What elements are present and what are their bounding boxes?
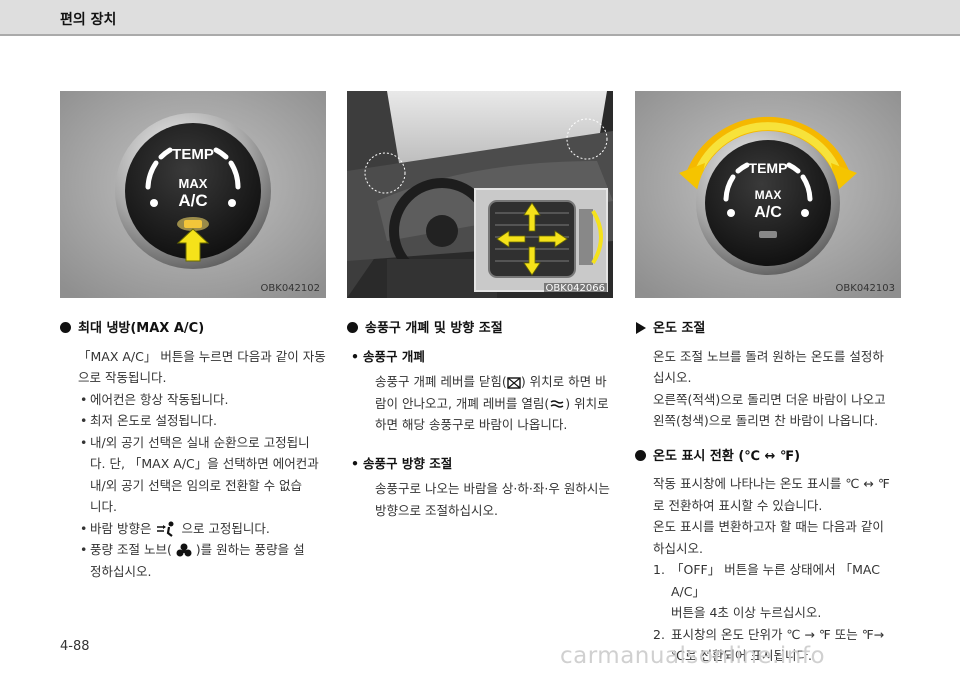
vent-closed-icon: [507, 376, 521, 389]
bullet-dot-icon: [635, 449, 646, 461]
section-heading-temp-unit: 온도 표시 전환 (℃ ↔ ℉): [635, 446, 910, 468]
bullet-dot-icon: [60, 322, 71, 333]
page-header: 편의 장치: [0, 0, 960, 36]
column-vents: 송풍구 개폐 및 방향 조절 송풍구 개폐 송풍구 개폐 레버를 닫힘() 위치…: [347, 318, 615, 521]
bullet-item: 에어컨은 항상 작동됩니다.: [60, 389, 328, 411]
direction-arrows-icon: [496, 202, 568, 276]
knob-max-label: MAX: [179, 176, 208, 191]
figure-temp-knob: TEMP MAX A/C OBK042103: [635, 91, 901, 298]
face-vent-mode-icon: [157, 521, 174, 537]
rotate-arrow-icon: [693, 122, 843, 177]
max-ac-knob-illustration: TEMP MAX A/C: [60, 91, 326, 298]
fan-icon: [176, 543, 192, 556]
column-temperature: 온도 조절 온도 조절 노브를 돌려 원하는 온도를 설정하 십시오. 오른쪽(…: [635, 318, 910, 667]
page-number: 4-88: [60, 639, 90, 654]
bullet-dot-icon: [347, 322, 358, 333]
bullet-continuation: 다. 단, 「MAX A/C」을 선택하면 에어컨과: [90, 456, 319, 471]
bullet-item-fan-speed: 풍량 조절 노브( )를 원하는 풍량을 설: [60, 539, 328, 561]
bullet-continuation: 니다.: [90, 499, 117, 514]
bullet-item: 내/외 공기 선택은 실내 순환으로 고정됩니: [60, 432, 328, 454]
numbered-step-1: 1.「OFF」 버튼을 누른 상태에서 「MAC A/C」: [653, 562, 880, 599]
figure-code: OBK042103: [835, 283, 895, 294]
bullet-continuation: 내/외 공기 선택은 임의로 전환할 수 없습: [90, 477, 303, 493]
subheading-vent-open-close: 송풍구 개폐: [347, 346, 615, 368]
paragraph: 오른쪽(적색)으로 돌리면 더운 바람이 나오고: [653, 391, 886, 407]
section-heading-vents: 송풍구 개폐 및 방향 조절: [347, 318, 615, 340]
paragraph: 하십시오.: [653, 540, 703, 556]
header-title: 편의 장치: [60, 12, 117, 28]
paragraph: 왼쪽(청색)으로 돌리면 찬 바람이 나옵니다.: [653, 413, 879, 428]
paragraph: 온도 표시를 변환하고자 할 때는 다음과 같이: [653, 519, 884, 534]
paragraph: 송풍구 개폐 레버를 닫힘() 위치로 하면 바: [375, 374, 607, 389]
paragraph: 십시오.: [653, 370, 692, 385]
paragraph: 방향으로 조절하십시오.: [375, 502, 498, 518]
paragraph: 「MAX A/C」 버튼을 누르면 다음과 같이 자동: [78, 348, 326, 364]
paragraph: 람이 안나오고, 개폐 레버를 열림() 위치로: [375, 395, 609, 411]
paragraph: 온도 조절 노브를 돌려 원하는 온도를 설정하: [653, 348, 884, 364]
knob-max-label: MAX: [755, 188, 782, 202]
paragraph: 송풍구로 나오는 바람을 상·하·좌·우 원하시는: [375, 481, 610, 496]
vent-open-icon: [550, 400, 564, 408]
knob-ac-label: A/C: [754, 204, 782, 221]
figure-code: OBK042102: [260, 283, 320, 294]
section-heading-temp-control: 온도 조절: [635, 318, 910, 340]
knob-ac-label: A/C: [178, 191, 207, 210]
paragraph: 으로 작동됩니다.: [78, 370, 167, 385]
subheading-vent-direction: 송풍구 방향 조절: [347, 453, 615, 475]
figure-code: OBK042066: [543, 283, 607, 294]
triangle-marker-icon: [636, 322, 646, 334]
paragraph: 하면 해당 송풍구로 바람이 나옵니다.: [375, 417, 568, 432]
figure-vent-interior: OBK042066: [347, 91, 613, 298]
step-continuation: ℃로 전환되어 표시됩니다.: [671, 648, 812, 663]
column-max-ac: 최대 냉방(MAX A/C) 「MAX A/C」 버튼을 누르면 다음과 같이 …: [60, 318, 328, 582]
bullet-item: 최저 온도로 설정됩니다.: [60, 410, 328, 432]
bullet-continuation: 정하십시오.: [90, 563, 152, 579]
watermark: carmanualsonline.info: [560, 643, 826, 669]
bullet-item-wind-direction: 바람 방향은 으로 고정됩니다.: [60, 518, 328, 540]
section-heading-max-ac: 최대 냉방(MAX A/C): [60, 318, 328, 340]
temp-knob-illustration: TEMP MAX A/C: [635, 91, 901, 298]
vent-interior-illustration: [347, 91, 613, 298]
paragraph: 작동 표시창에 나타나는 온도 표시를 ℃ ↔ ℉: [653, 476, 890, 491]
paragraph: 로 전환하여 표시할 수 있습니다.: [653, 497, 823, 513]
press-arrow-icon: [176, 228, 210, 262]
knob-temp-label: TEMP: [749, 160, 788, 176]
knob-temp-label: TEMP: [172, 146, 214, 163]
numbered-step-2: 2.표시창의 온도 단위가 ℃ → ℉ 또는 ℉→: [653, 626, 885, 642]
step-continuation: 버튼을 4초 이상 누르십시오.: [671, 605, 822, 620]
header-bar: [0, 0, 960, 34]
header-rule: [0, 34, 960, 36]
figure-max-ac-knob: TEMP MAX A/C OBK042102: [60, 91, 326, 298]
